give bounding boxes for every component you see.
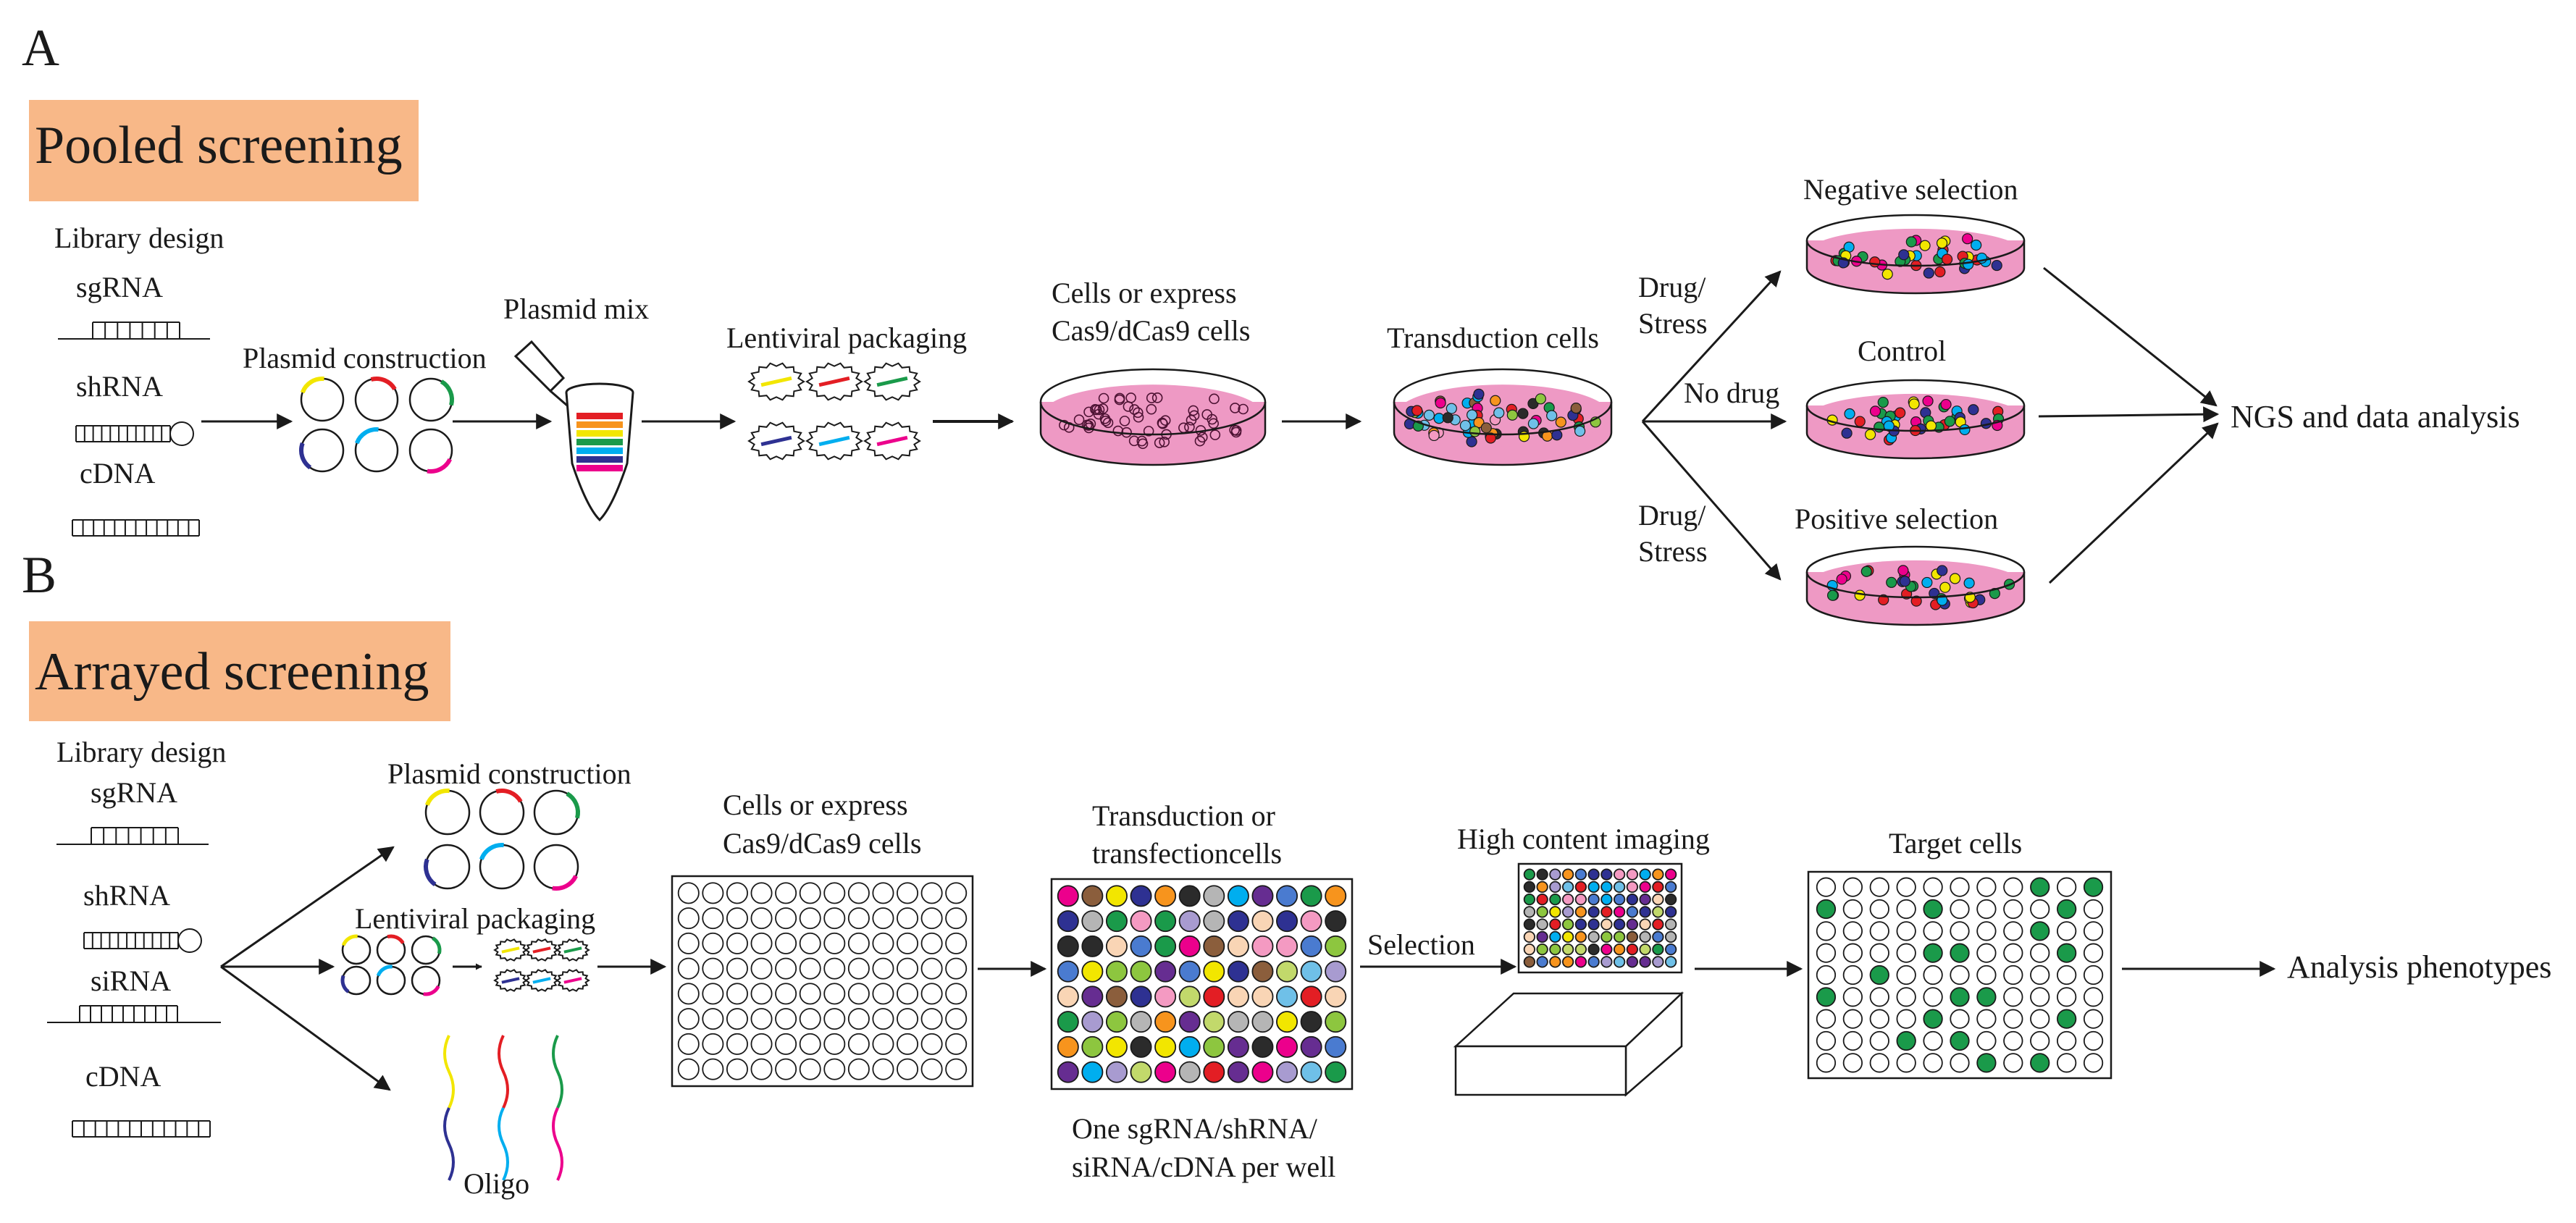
negative-selection-label: Negative selection [1803, 173, 2018, 206]
plasmid-grid-b [424, 789, 580, 891]
cdna-icon-b [72, 1120, 211, 1138]
cells-label-line2-b: Cas9/dCas9 cells [723, 827, 921, 860]
panel-b-title: Arrayed screening [35, 642, 429, 702]
arrow-library-to-oligo-b [220, 965, 391, 1091]
plasmid-grid-a [299, 377, 454, 474]
arrow-negative-to-ngs [2043, 266, 2218, 407]
oligo-icon [443, 1035, 563, 1181]
positive-selection-label: Positive selection [1795, 503, 1998, 535]
panel-b-title-box [29, 621, 450, 721]
sirna-label-b: siRNA [91, 964, 171, 997]
cells-label-line2-a: Cas9/dCas9 cells [1052, 314, 1250, 347]
cdna-icon-a [72, 519, 200, 537]
shrna-icon-b [83, 928, 202, 953]
plasmid-mix-label: Plasmid mix [503, 293, 649, 325]
arrow-control-to-ngs [2038, 406, 2220, 423]
lentiviral-packaging-label-b: Lentiviral packaging [355, 902, 595, 935]
pipette-icon [513, 340, 573, 411]
tube-icon [565, 382, 634, 522]
petri-dish-icon-transduction [1393, 368, 1613, 466]
transduction-label-line2-b: transfectioncells [1092, 837, 1282, 870]
lentivirus-grid-b [493, 938, 590, 992]
sgrna-icon-a [58, 321, 210, 340]
library-design-label-a: Library design [54, 222, 224, 254]
well-plate-icon-transduction [1050, 878, 1354, 1090]
petri-dish-icon-cells-a [1039, 368, 1267, 466]
shrna-label-a: shRNA [76, 370, 163, 403]
cells-label-line1-b: Cells or express [723, 789, 908, 821]
arrow-library-to-plasmid-b [220, 846, 395, 968]
arrow-to-positive-selection [1641, 421, 1782, 581]
per-well-label-line2: siRNA/cDNA per well [1072, 1151, 1335, 1183]
petri-dish-icon-control [1805, 379, 2026, 460]
sgrna-label-a: sgRNA [76, 271, 163, 303]
transduction-cells-label: Transduction cells [1387, 321, 1599, 354]
shrna-icon-a [75, 421, 194, 446]
arrow-positive-to-ngs [2048, 422, 2219, 584]
drug-stress-bottom-line2: Stress [1638, 535, 1708, 568]
microscope-stage-icon [1453, 991, 1685, 1097]
ngs-label: NGS and data analysis [2231, 399, 2520, 434]
high-content-imaging-label: High content imaging [1457, 823, 1710, 855]
transduction-label-line1-b: Transduction or [1092, 799, 1275, 832]
plasmid-construction-label-b: Plasmid construction [387, 757, 632, 790]
cdna-label-a: cDNA [80, 457, 156, 489]
drug-stress-top-line1: Drug/ [1638, 271, 1706, 303]
target-cells-label: Target cells [1889, 827, 2022, 860]
control-label: Control [1858, 335, 1946, 367]
well-plate-icon-cells [671, 875, 974, 1088]
petri-dish-icon-positive [1805, 545, 2026, 626]
no-drug-label: No drug [1684, 377, 1779, 409]
analysis-phenotypes-label: Analysis phenotypes [2287, 949, 2551, 985]
lentivirus-grid-a [747, 362, 921, 461]
panel-a-letter: A [22, 19, 59, 77]
lentiviral-packaging-label-a: Lentiviral packaging [726, 321, 967, 354]
plasmid-mini-grid-b [340, 934, 442, 996]
sgrna-label-b: sgRNA [91, 776, 177, 809]
cdna-label-b: cDNA [85, 1060, 161, 1093]
petri-dish-icon-negative [1805, 214, 2026, 295]
oligo-label: Oligo [463, 1167, 529, 1200]
panel-a-title-box [29, 100, 419, 201]
arrow-to-negative-selection [1641, 270, 1782, 423]
well-plate-icon-imaging [1517, 862, 1683, 974]
drug-stress-top-line2: Stress [1638, 307, 1708, 340]
library-design-label-b: Library design [56, 736, 226, 768]
per-well-label-line1: One sgRNA/shRNA/ [1072, 1112, 1318, 1145]
drug-stress-bottom-line1: Drug/ [1638, 499, 1706, 531]
sirna-icon-b [47, 1005, 221, 1023]
panel-a-title: Pooled screening [35, 116, 403, 175]
sgrna-icon-b [56, 827, 209, 845]
panel-b-letter: B [22, 546, 56, 604]
plasmid-construction-label-a: Plasmid construction [243, 342, 487, 374]
well-plate-icon-target [1807, 870, 2113, 1080]
shrna-label-b: shRNA [83, 879, 170, 912]
cells-label-line1-a: Cells or express [1052, 277, 1237, 309]
selection-label: Selection [1367, 928, 1475, 961]
